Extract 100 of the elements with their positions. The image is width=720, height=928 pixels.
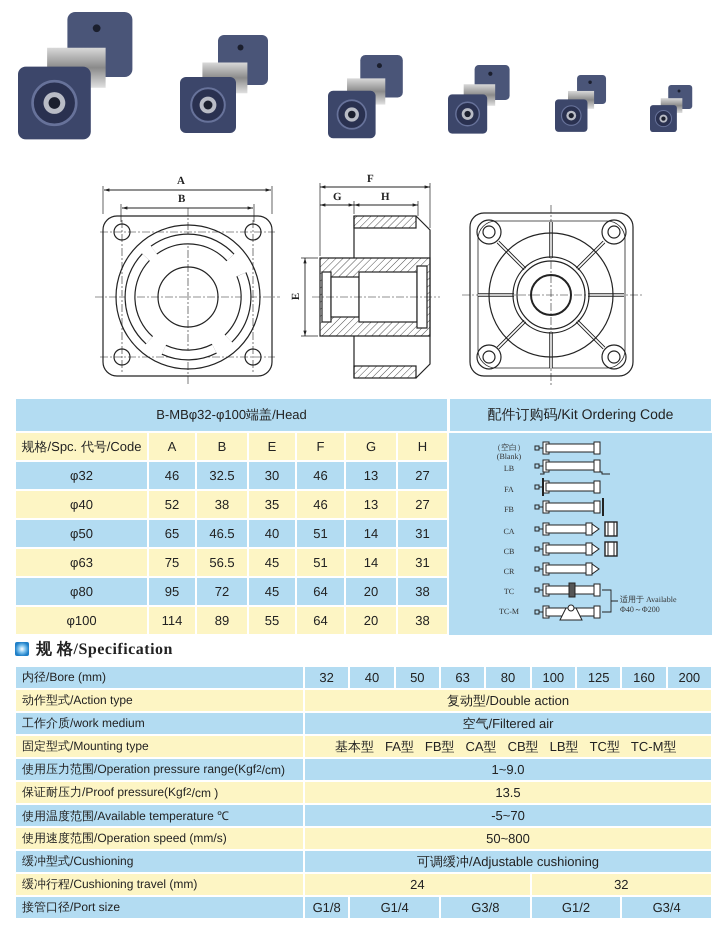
mounting-type-text: 基本型	[335, 738, 374, 756]
dimension-label: E	[291, 292, 302, 300]
table-cell: 20	[345, 577, 397, 606]
table-cell: 13	[345, 490, 397, 519]
table-header-cell: G	[345, 432, 397, 461]
table-cell: 64	[296, 577, 345, 606]
dimension-label: B	[178, 194, 186, 205]
table-cell: 46	[148, 461, 196, 490]
mount-code-label: TC-M	[499, 607, 519, 616]
mount-code-label: TC	[504, 587, 514, 596]
table-cell: 27	[397, 490, 448, 519]
table-cell: -5~70	[304, 804, 712, 827]
table-header-cell: B	[196, 432, 248, 461]
mount-code-label: FB	[504, 505, 514, 514]
table-cell: 63	[440, 666, 486, 689]
table-cell: 空气/Filtered air	[304, 712, 712, 735]
table-cell: 20	[345, 606, 397, 635]
table-cell: φ100	[15, 606, 148, 635]
table-cell: G1/2	[530, 896, 622, 919]
table-cell: 80	[485, 666, 531, 689]
mount-code-label: FA	[504, 485, 514, 494]
table-cell: G3/8	[440, 896, 531, 919]
table-cell: φ40	[15, 490, 148, 519]
table-cell: 40	[349, 666, 395, 689]
table-cell: 35	[248, 490, 296, 519]
table-cell: 52	[148, 490, 196, 519]
table-cell: 65	[148, 519, 196, 548]
table-cell: 30	[248, 461, 296, 490]
table-cell: 1~9.0	[304, 758, 712, 781]
table-cell: 125	[576, 666, 622, 689]
table-header-cell: A	[148, 432, 196, 461]
table-cell: 缓冲型式/Cushioning	[15, 850, 304, 873]
table-cell: 复动型/Double action	[304, 689, 712, 712]
table-cell: 接管口径/Port size	[15, 896, 304, 919]
mount-code-label: CA	[503, 527, 515, 536]
table-cell: 缓冲行程/Cushioning travel (mm)	[15, 873, 304, 896]
table-cell: 51	[296, 548, 345, 577]
table-cell: 40	[248, 519, 296, 548]
table-cell: 160	[621, 666, 667, 689]
note-text: 适用于 Available Φ40～Φ200	[620, 595, 678, 615]
table-cell: 55	[248, 606, 296, 635]
table-cell: 14	[345, 548, 397, 577]
table-cell: 32	[530, 873, 712, 896]
table-cell: 100	[530, 666, 576, 689]
section-heading: 规 格/Specification	[36, 640, 173, 660]
table-header-cell: E	[248, 432, 296, 461]
table-cell: 56.5	[196, 548, 248, 577]
table-cell: 27	[397, 461, 448, 490]
mounting-type-text: CB型	[508, 738, 539, 756]
table-cell: 32.5	[196, 461, 248, 490]
mount-code-label: (Blank)	[496, 452, 522, 461]
table-cell: 72	[196, 577, 248, 606]
table-title-cell: 配件订购码/Kit Ordering Code	[449, 398, 712, 432]
mount-code-label: CB	[504, 547, 514, 556]
table-cell: 114	[148, 606, 196, 635]
table-cell: 动作型式/Action type	[15, 689, 304, 712]
table-cell: 38	[397, 606, 448, 635]
table-cell: 75	[148, 548, 196, 577]
table-cell: 13	[345, 461, 397, 490]
table-cell: 13.5	[304, 781, 712, 804]
table-cell: 内径/Bore (mm)	[15, 666, 304, 689]
table-cell: φ63	[15, 548, 148, 577]
table-cell: 51	[296, 519, 345, 548]
table-cell: G3/4	[621, 896, 712, 919]
table-cell: 使用温度范围/Available temperature ℃	[15, 804, 304, 827]
table-cell: 46.5	[196, 519, 248, 548]
table-cell: 64	[296, 606, 345, 635]
table-cell: 24	[304, 873, 531, 896]
mounting-type-text: TC-M型	[630, 738, 676, 756]
mounting-type-text: FA型	[385, 738, 414, 756]
dimension-label: A	[177, 176, 185, 187]
mounting-type-text: CA型	[466, 738, 497, 756]
table-cell: 45	[248, 577, 296, 606]
table-cell: 32	[304, 666, 350, 689]
table-cell: 46	[296, 490, 345, 519]
mount-code-label: （空白）	[493, 443, 525, 452]
mounting-type-text: TC型	[590, 738, 620, 756]
table-cell: 固定型式/Mounting type	[15, 735, 304, 758]
table-cell: 31	[397, 519, 448, 548]
table-cell: 可调缓冲/Adjustable cushioning	[304, 850, 712, 873]
mount-code-label: LB	[504, 464, 514, 473]
table-cell: G1/8	[304, 896, 350, 919]
table-header-cell: 规格/Spc. 代号/Code	[15, 432, 148, 461]
table-cell: 46	[296, 461, 345, 490]
mount-code-label: CR	[504, 567, 514, 576]
table-cell: G1/4	[349, 896, 440, 919]
table-cell: φ80	[15, 577, 148, 606]
table-cell: 14	[345, 519, 397, 548]
mounting-type-text: LB型	[550, 738, 579, 756]
table-cell: 31	[397, 548, 448, 577]
table-cell: 38	[397, 577, 448, 606]
table-cell: 95	[148, 577, 196, 606]
table-cell: 89	[196, 606, 248, 635]
table-cell: φ50	[15, 519, 148, 548]
table-cell: 50	[394, 666, 440, 689]
table-cell: 45	[248, 548, 296, 577]
table-header-cell: H	[397, 432, 448, 461]
table-header-cell: F	[296, 432, 345, 461]
table-title-cell: B-MBφ32-φ100端盖/Head	[15, 398, 448, 432]
dimension-label: G	[333, 192, 342, 203]
